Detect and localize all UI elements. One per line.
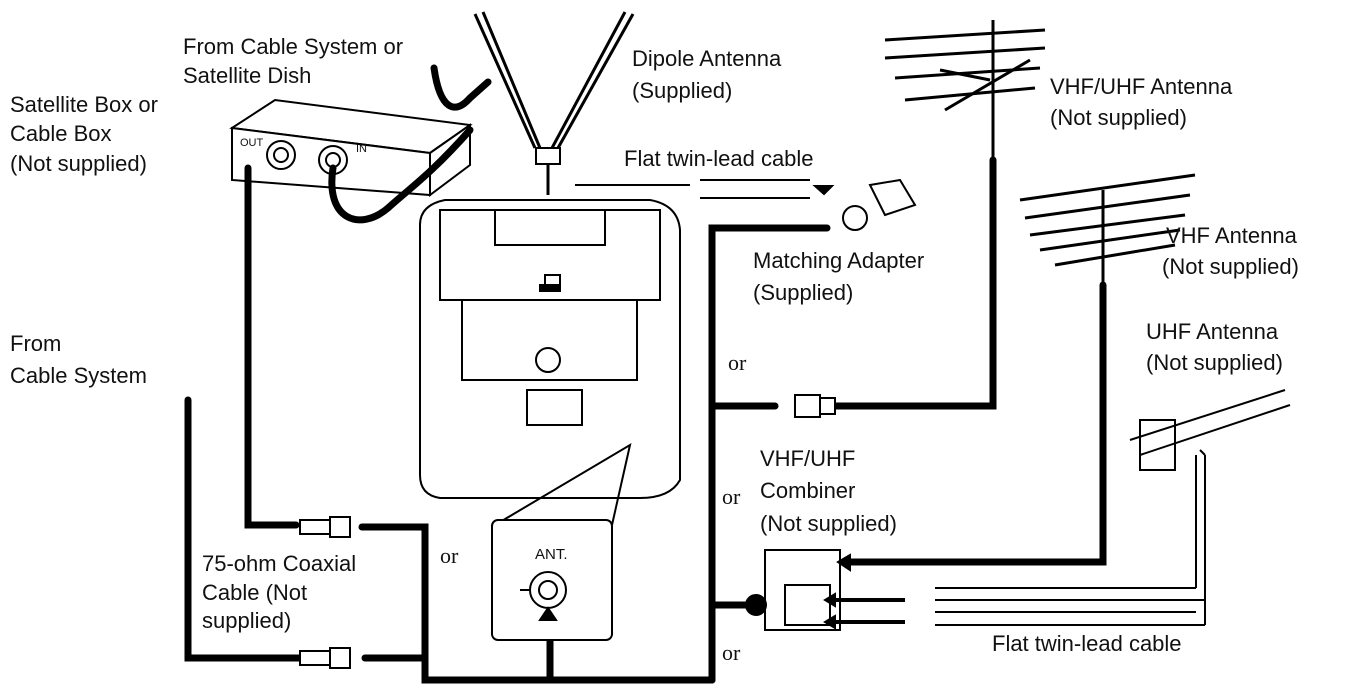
- thin-cables: [575, 179, 1206, 626]
- label-combiner-1: VHF/UHF: [760, 446, 856, 471]
- vhf-uhf-antenna: [884, 20, 1046, 160]
- label-uhf-antenna-1: UHF Antenna: [1146, 319, 1279, 344]
- label-satellite-box-1: Satellite Box or: [10, 92, 158, 117]
- label-from-cable-2: Cable System: [10, 363, 147, 388]
- label-coax-2: Cable (Not: [202, 580, 308, 605]
- thick-cables: [184, 64, 1107, 684]
- label-satellite-box-3: (Not supplied): [10, 151, 147, 176]
- label-matching-adapter-1: Matching Adapter: [753, 248, 925, 273]
- box-out-label: OUT: [240, 137, 264, 149]
- or-label-bottom: or: [722, 640, 741, 665]
- label-from-cable-or-dish-2: Satellite Dish: [183, 63, 312, 88]
- tv-back: [419, 199, 681, 499]
- satellite-cable-box: [229, 98, 473, 197]
- or-label-combiner: or: [722, 484, 741, 509]
- vhf-uhf-combiner: [745, 549, 905, 631]
- label-coax-3: supplied): [202, 608, 292, 633]
- or-label-coax: or: [440, 543, 459, 568]
- vhf-antenna: [1019, 173, 1196, 285]
- ant-terminal-label: ANT.: [535, 546, 568, 563]
- label-satellite-box-2: Cable Box: [10, 121, 112, 146]
- label-vhf-antenna-2: (Not supplied): [1162, 254, 1299, 279]
- label-flat-twin-lead-top: Flat twin-lead cable: [624, 146, 814, 171]
- label-vhf-uhf-antenna-2: (Not supplied): [1050, 105, 1187, 130]
- box-in-label: IN: [356, 143, 367, 155]
- label-matching-adapter-2: (Supplied): [753, 280, 854, 305]
- label-vhf-uhf-antenna-1: VHF/UHF Antenna: [1050, 74, 1233, 99]
- uhf-antenna: [1129, 389, 1291, 471]
- label-from-cable-or-dish-1: From Cable System or: [183, 34, 404, 59]
- matching-adapter: [812, 178, 917, 231]
- label-combiner-2: Combiner: [760, 478, 856, 503]
- label-vhf-antenna-1: VHF Antenna: [1166, 223, 1297, 248]
- ant-terminal-callout: [491, 442, 632, 641]
- or-label-matching: or: [728, 350, 747, 375]
- label-coax-1: 75-ohm Coaxial: [202, 551, 357, 576]
- label-dipole-1: Dipole Antenna: [632, 46, 782, 71]
- label-dipole-2: (Supplied): [632, 78, 733, 103]
- label-flat-twin-lead-bottom: Flat twin-lead cable: [992, 631, 1182, 656]
- label-combiner-3: (Not supplied): [760, 511, 897, 536]
- coax-plugs: [299, 394, 836, 669]
- label-from-cable-1: From: [10, 331, 62, 356]
- label-uhf-antenna-2: (Not supplied): [1146, 350, 1283, 375]
